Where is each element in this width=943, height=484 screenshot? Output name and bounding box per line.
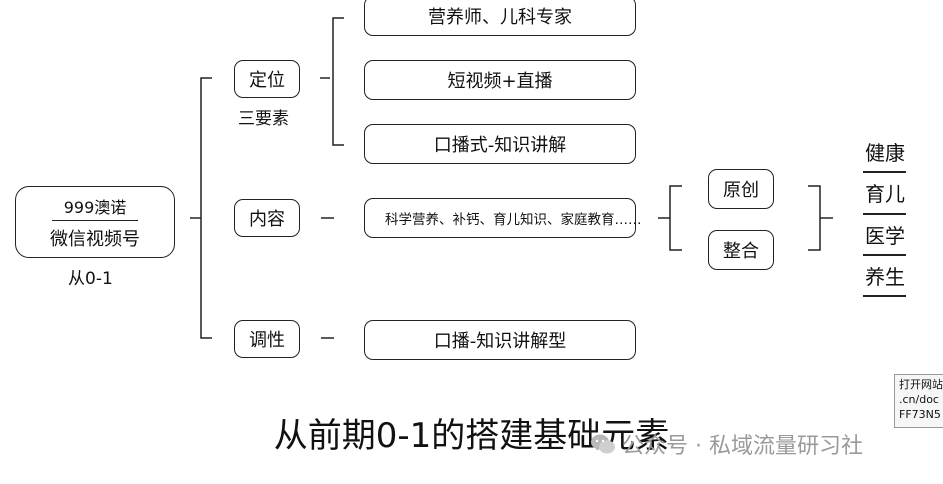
root-title: 999澳诺 — [52, 194, 138, 221]
mode-original: 原创 — [708, 169, 774, 209]
content-item: 科学营养、补钙、育儿知识、家庭教育…… — [364, 198, 642, 238]
watermark: 公众号 · 私域流量研习社 — [590, 428, 863, 460]
root-node: 999澳诺 微信视频号 — [15, 186, 175, 258]
branch-content: 内容 — [234, 199, 300, 237]
tone-item: 口播-知识讲解型 — [364, 320, 636, 360]
positioning-item-2: 短视频+直播 — [364, 60, 636, 100]
topic-wellness: 养生 — [865, 265, 905, 289]
tooltip-fragment: 打开网站 .cn/doc FF73N5 — [894, 374, 943, 428]
topic-medicine-underline — [863, 254, 906, 256]
tooltip-line-1: 打开网站 — [899, 378, 943, 391]
root-caption: 从0-1 — [68, 269, 113, 289]
watermark-text: 公众号 · 私域流量研习社 — [622, 434, 863, 459]
topic-parenting-underline — [863, 213, 906, 215]
root-subtitle: 微信视频号 — [50, 228, 140, 250]
topic-wellness-underline — [863, 295, 906, 297]
tooltip-line-3: FF73N5 — [899, 408, 941, 421]
branch-positioning: 定位 — [234, 60, 300, 98]
tooltip-line-2: .cn/doc — [899, 393, 939, 406]
wechat-logo-icon — [591, 434, 615, 454]
positioning-item-3: 口播式-知识讲解 — [364, 124, 636, 164]
topic-medicine: 医学 — [865, 224, 905, 248]
branch-positioning-sub: 三要素 — [238, 109, 289, 129]
mode-integrate: 整合 — [708, 230, 774, 270]
topic-health: 健康 — [865, 141, 905, 165]
branch-tone: 调性 — [234, 320, 300, 358]
positioning-item-1: 营养师、儿科专家 — [364, 0, 636, 36]
topic-parenting: 育儿 — [865, 182, 905, 206]
topic-health-underline — [863, 171, 906, 173]
